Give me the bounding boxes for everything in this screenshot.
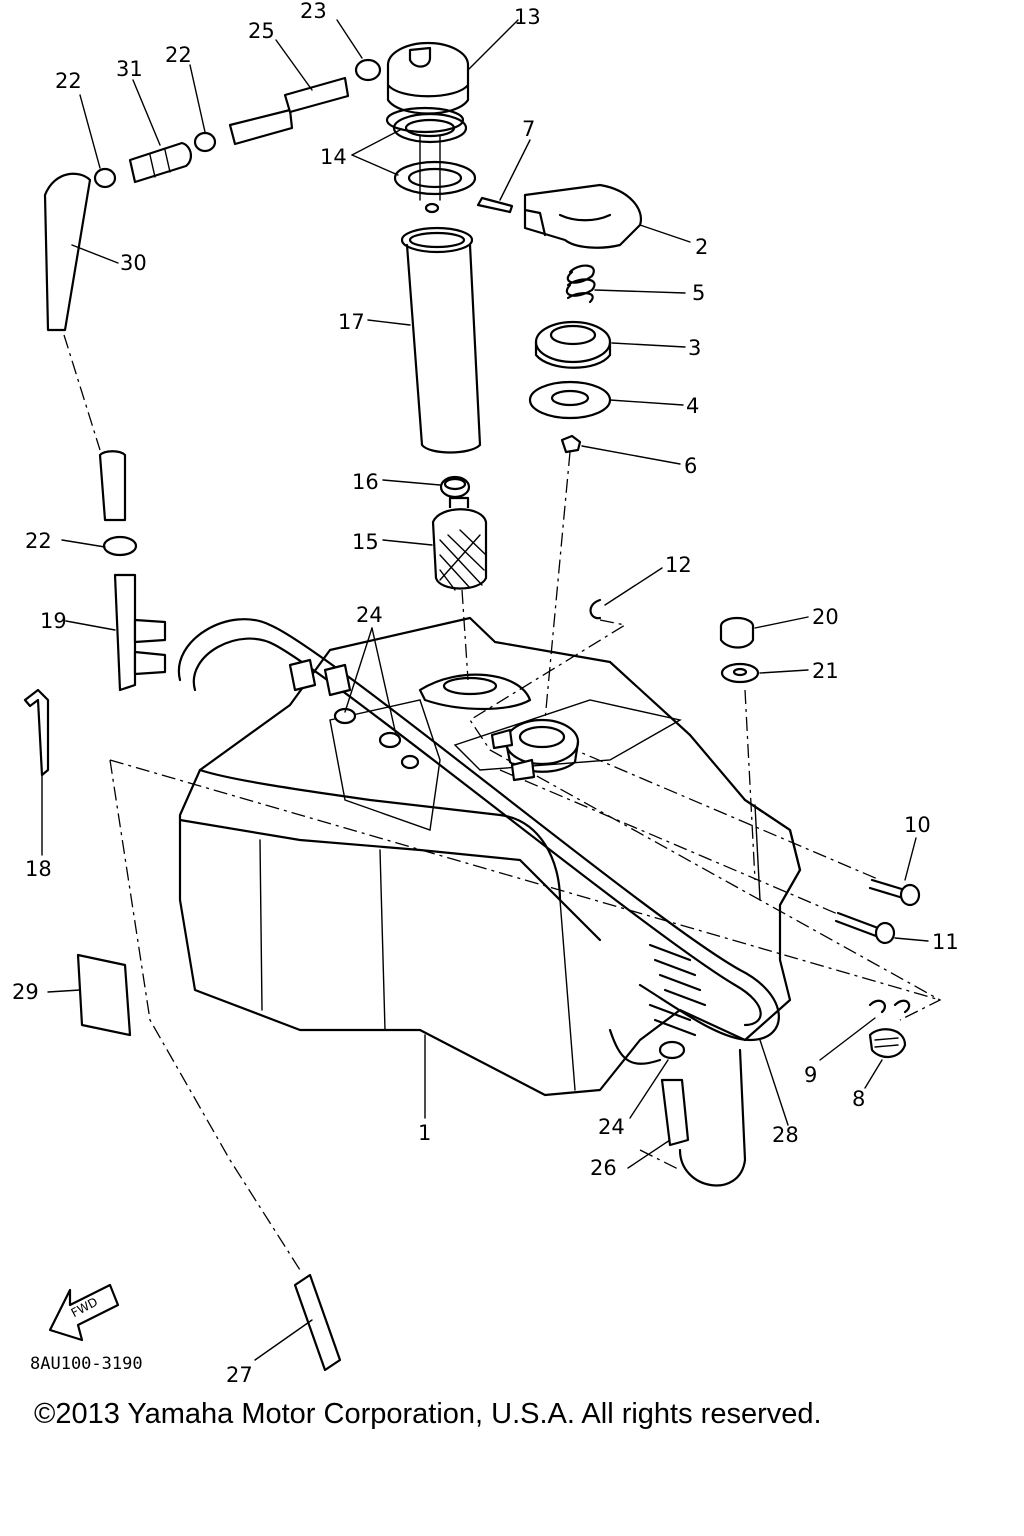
label-part-14: 14 xyxy=(320,145,347,169)
label-part-9: 9 xyxy=(804,1063,817,1087)
clamp-22 xyxy=(93,131,217,557)
label-part-3: 3 xyxy=(688,336,701,360)
clip-12 xyxy=(589,598,602,620)
hose-25 xyxy=(228,76,350,146)
fuel-tank xyxy=(178,616,802,1097)
label-part-10: 10 xyxy=(904,813,931,837)
seal-3 xyxy=(534,320,612,369)
label-part-22-c: 22 xyxy=(25,529,52,553)
label-part-22-b: 22 xyxy=(165,43,192,67)
hose-30 xyxy=(43,172,92,332)
fuel-gauge-cap-13 xyxy=(385,41,470,134)
label-part-18: 18 xyxy=(25,857,52,881)
label-part-5: 5 xyxy=(692,281,705,305)
label-part-12: 12 xyxy=(665,553,692,577)
filler-cap-2 xyxy=(523,183,643,249)
label-part-16: 16 xyxy=(352,470,379,494)
fuel-joint-19 xyxy=(98,450,167,692)
label-part-22-a: 22 xyxy=(55,69,82,93)
label-part-26: 26 xyxy=(590,1156,617,1180)
fitting-31 xyxy=(128,141,192,184)
clip-9 xyxy=(868,999,911,1014)
label-part-24-a: 24 xyxy=(356,603,383,627)
copyright-notice: ©2013 Yamaha Motor Corporation, U.S.A. A… xyxy=(34,1398,822,1430)
label-part-11: 11 xyxy=(932,930,959,954)
label-part-29: 29 xyxy=(12,980,39,1004)
pin-7 xyxy=(476,196,514,214)
label-part-30: 30 xyxy=(120,251,147,275)
label-part-4: 4 xyxy=(686,394,699,418)
clamp-23 xyxy=(354,58,382,82)
pad-29 xyxy=(76,953,132,1037)
tank-filler-neck xyxy=(490,718,580,782)
knob-8 xyxy=(868,1028,907,1058)
nut-6 xyxy=(560,434,582,454)
label-part-7: 7 xyxy=(522,117,535,141)
label-part-6: 6 xyxy=(684,454,697,478)
label-part-20: 20 xyxy=(812,605,839,629)
label-part-15: 15 xyxy=(352,530,379,554)
spring-5 xyxy=(565,264,596,304)
breather-hose-28 xyxy=(177,618,780,1042)
cable-tie-18 xyxy=(23,688,50,777)
bolt-11 xyxy=(834,911,896,945)
label-part-31: 31 xyxy=(116,57,143,81)
cap-20 xyxy=(719,616,755,649)
label-part-13: 13 xyxy=(514,5,541,29)
bolt-10 xyxy=(868,878,921,907)
hose-26-loop xyxy=(678,1048,747,1187)
label-part-28: 28 xyxy=(772,1123,799,1147)
label-part-25: 25 xyxy=(248,19,275,43)
label-part-8: 8 xyxy=(852,1087,865,1111)
label-part-27: 27 xyxy=(226,1363,253,1387)
label-part-19: 19 xyxy=(40,609,67,633)
label-part-2: 2 xyxy=(695,235,708,259)
gaskets-14 xyxy=(392,112,477,214)
hose-26 xyxy=(660,1078,690,1147)
label-part-1: 1 xyxy=(418,1121,431,1145)
washer-4 xyxy=(528,380,612,420)
assembly-lines xyxy=(63,334,942,1271)
clamp-16 xyxy=(439,475,471,499)
hose-27 xyxy=(293,1273,342,1372)
leader-lines xyxy=(41,19,929,1361)
clamps-24 xyxy=(288,658,686,1060)
label-part-23: 23 xyxy=(300,0,327,23)
forward-arrow-icon: FWD xyxy=(48,1283,120,1342)
label-part-17: 17 xyxy=(338,310,365,334)
drawing-code: 8AU100-3190 xyxy=(30,1354,143,1374)
label-part-24-b: 24 xyxy=(598,1115,625,1139)
fuel-filter-15 xyxy=(431,496,488,591)
part-labels: 1 2 3 4 5 6 7 8 9 10 11 12 13 14 15 16 1… xyxy=(12,0,959,1387)
washer-21 xyxy=(720,662,760,684)
filler-tube-17 xyxy=(400,226,482,454)
label-part-21: 21 xyxy=(812,659,839,683)
